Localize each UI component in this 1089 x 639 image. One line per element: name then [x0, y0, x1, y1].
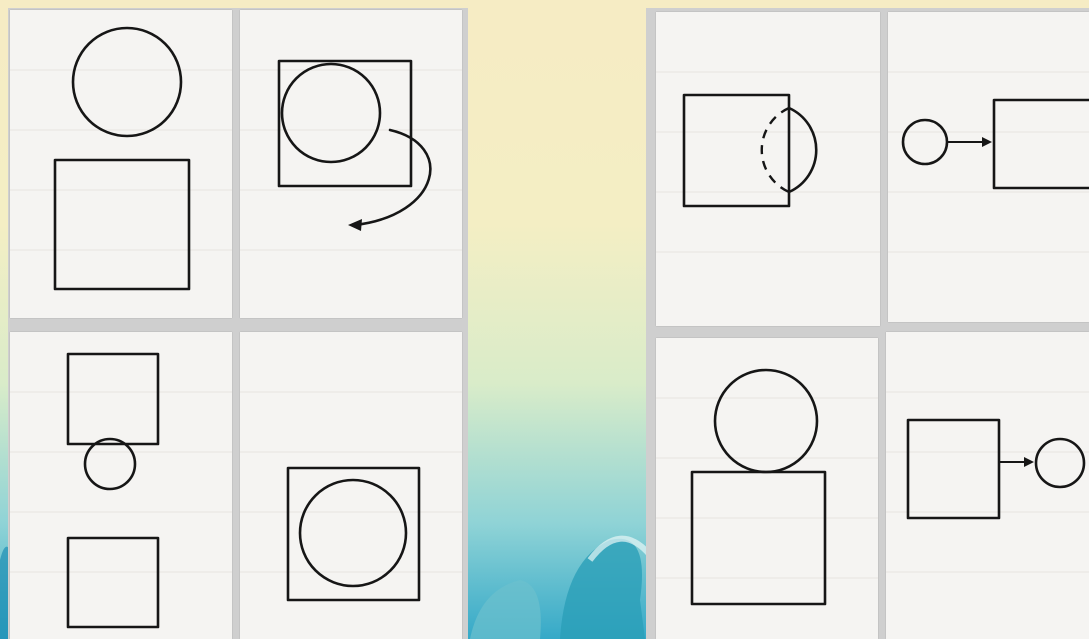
- circle-shape: [1036, 439, 1084, 487]
- circle-shape: [282, 64, 380, 162]
- circle-shape: [715, 370, 817, 472]
- square-shape: [994, 100, 1089, 188]
- card-circle-above-square: [10, 10, 232, 318]
- square-shape: [68, 354, 158, 444]
- square-shape: [279, 61, 411, 186]
- card-square-half-circle-dashed: [656, 12, 880, 326]
- card-circle-on-square: [656, 338, 878, 639]
- circle-shape: [73, 28, 181, 136]
- square-shape: [68, 538, 158, 627]
- half-circle-shape: [789, 108, 816, 192]
- arrow-head: [982, 137, 992, 147]
- card-circle-arrow-square: [888, 12, 1089, 322]
- curved-arrow-shape: [355, 130, 430, 225]
- square-shape: [55, 160, 189, 289]
- card-circle-in-square: [240, 332, 462, 639]
- arrow-head: [1024, 457, 1034, 467]
- square-shape: [288, 468, 419, 600]
- card-square-arrow-circle: [886, 332, 1089, 639]
- square-shape: [684, 95, 789, 206]
- circle-shape: [300, 480, 406, 586]
- circle-shape: [85, 439, 135, 489]
- square-shape: [692, 472, 825, 604]
- square-shape: [908, 420, 999, 518]
- arrow-head: [348, 219, 362, 231]
- card-square-circle-square: [10, 332, 232, 639]
- card-circle-inside-square-arrow: [240, 10, 462, 318]
- circle-shape: [903, 120, 947, 164]
- dashed-arc-shape: [762, 108, 789, 192]
